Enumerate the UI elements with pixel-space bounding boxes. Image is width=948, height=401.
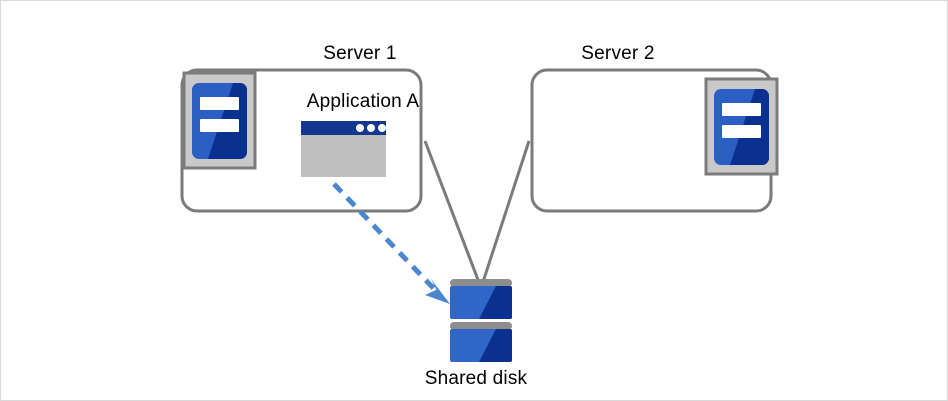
- server-2-label: Server 2: [581, 43, 655, 64]
- server-icon: [182, 71, 257, 170]
- connector-server1-to-disk: [423, 140, 482, 286]
- disk-icon[interactable]: [450, 279, 512, 362]
- dashed-arrow-icon: [332, 182, 450, 304]
- shared-disk-label: Shared disk: [424, 368, 528, 389]
- connector-server2-to-disk: [480, 140, 531, 286]
- application-a-label: Application A: [306, 91, 420, 112]
- application-window-icon[interactable]: [301, 121, 386, 177]
- server-1-label: Server 1: [323, 43, 397, 64]
- server-icon: [704, 77, 779, 176]
